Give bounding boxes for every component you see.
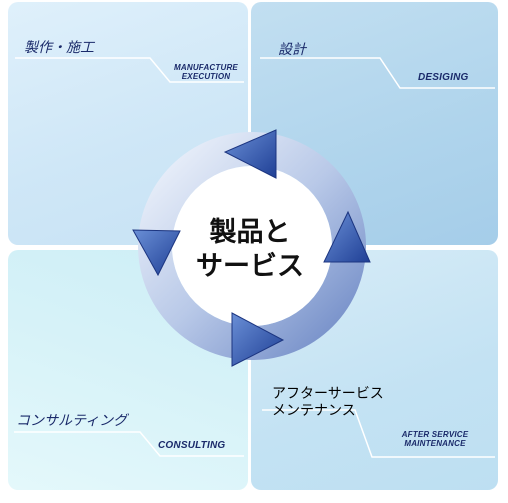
cycle-center-disc — [172, 166, 332, 326]
label-manufacture-en: MANUFACTURE EXECUTION — [174, 63, 238, 81]
underline-designing — [260, 57, 495, 89]
label-after-service-en: AFTER SERVICE MAINTENANCE — [401, 430, 469, 448]
underline-manufacture — [15, 57, 244, 83]
underline-consulting — [14, 431, 244, 457]
label-consulting-jp: コンサルティング — [16, 412, 128, 428]
label-consulting-en: CONSULTING — [158, 440, 226, 451]
arrow-left-icon — [132, 229, 181, 277]
arrow-right-icon — [323, 210, 371, 263]
underline-after-service — [262, 409, 495, 458]
center-title: 製品と サービス — [196, 217, 304, 281]
label-designing-en: DESIGING — [418, 72, 469, 83]
label-designing-jp: 設計 — [278, 41, 306, 57]
label-after-service-jp: アフターサービス メンテナンス — [272, 385, 384, 418]
arrow-top-icon — [223, 129, 277, 179]
arrow-bottom-icon — [231, 312, 285, 367]
label-manufacture-jp: 製作・施工 — [24, 39, 94, 55]
